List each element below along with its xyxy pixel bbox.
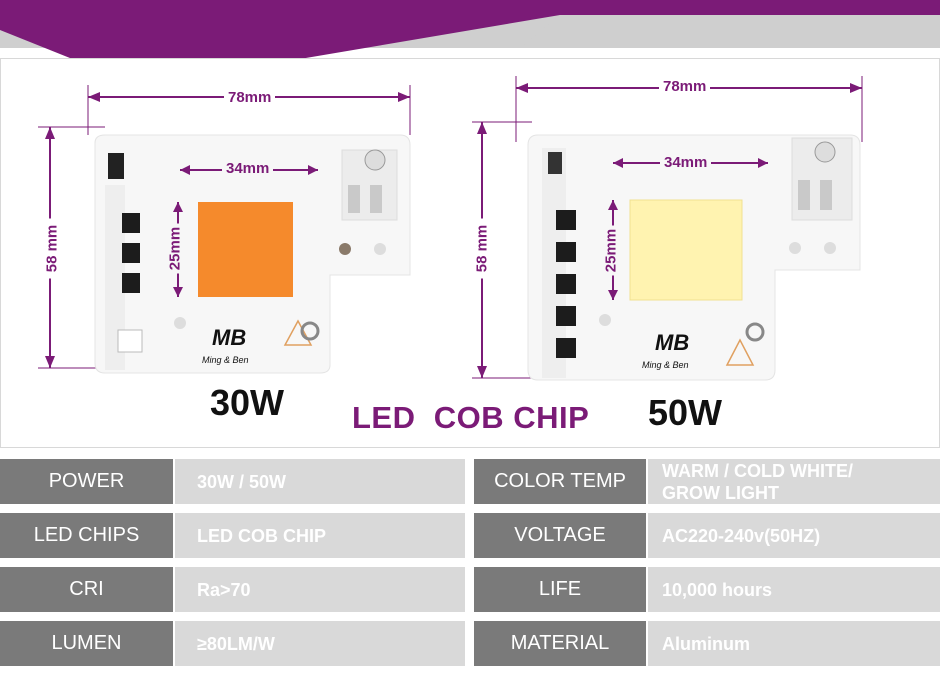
spec-value: WARM / COLD WHITE/ GROW LIGHT xyxy=(648,459,940,504)
spec-label: MATERIAL xyxy=(474,621,646,666)
chip-50w-logo: MB xyxy=(655,330,690,355)
spec-value: Aluminum xyxy=(648,621,940,666)
chip-30w-width-label: 78mm xyxy=(224,89,276,106)
spec-label: CRI xyxy=(0,567,173,612)
center-title: LED COB CHIP xyxy=(352,400,590,435)
spec-row-power: POWER 30W / 50W xyxy=(0,459,465,504)
spec-value-line: GROW LIGHT xyxy=(662,482,779,503)
chip-30w-inner-height-label: 25mm xyxy=(166,223,184,274)
chip-50w-brand: Ming & Ben xyxy=(642,360,689,370)
spec-label: LUMEN xyxy=(0,621,173,666)
chip-50w-wattage: 50W xyxy=(648,392,723,433)
chip-30w-diagram xyxy=(38,85,411,374)
spec-row-color-temp: COLOR TEMP WARM / COLD WHITE/ GROW LIGHT xyxy=(474,459,940,504)
chip-50w-height-label: 58 mm xyxy=(473,218,491,279)
spec-value: Ra>70 xyxy=(175,567,465,612)
spec-value: 10,000 hours xyxy=(648,567,940,612)
chip-50w-inner-height-label: 25mm xyxy=(602,225,620,276)
spec-label: VOLTAGE xyxy=(474,513,646,558)
spec-row-cri: CRI Ra>70 xyxy=(0,567,465,612)
chip-50w-inner-width-label: 34mm xyxy=(660,154,712,171)
spec-label: POWER xyxy=(0,459,173,504)
spec-label: LED CHIPS xyxy=(0,513,173,558)
spec-value: LED COB CHIP xyxy=(175,513,465,558)
chip-30w-logo: MB xyxy=(212,325,247,350)
chip-30w-height-label: 58 mm xyxy=(43,218,61,279)
spec-row-voltage: VOLTAGE AC220-240v(50HZ) xyxy=(474,513,940,558)
spec-row-life: LIFE 10,000 hours xyxy=(474,567,940,612)
chip-50w-width-label: 78mm xyxy=(659,78,711,95)
spec-value: AC220-240v(50HZ) xyxy=(648,513,940,558)
spec-value: 30W / 50W xyxy=(175,459,465,504)
spec-value-line: WARM / COLD WHITE/ xyxy=(662,460,853,481)
spec-value: ≥80LM/W xyxy=(175,621,465,666)
chip-30w-wattage: 30W xyxy=(210,382,285,423)
chip-30w-brand: Ming & Ben xyxy=(202,355,249,365)
spec-row-lumen: LUMEN ≥80LM/W xyxy=(0,621,465,666)
spec-row-material: MATERIAL Aluminum xyxy=(474,621,940,666)
spec-label: COLOR TEMP xyxy=(474,459,646,504)
chip-50w-diagram xyxy=(472,76,863,381)
chip-30w-inner-width-label: 34mm xyxy=(222,160,274,177)
spec-label: LIFE xyxy=(474,567,646,612)
spec-row-led-chips: LED CHIPS LED COB CHIP xyxy=(0,513,465,558)
